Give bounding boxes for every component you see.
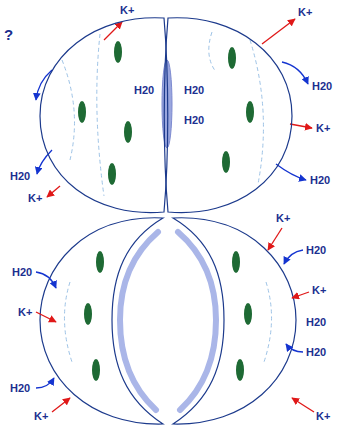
guard-cell-open <box>40 218 163 424</box>
ion-water-arrows <box>36 19 314 412</box>
ion-label: H20 <box>10 170 30 183</box>
ion-label: K+ <box>298 6 312 19</box>
thick-inner-wall <box>178 232 216 410</box>
ion-label: K+ <box>316 122 330 135</box>
ion-label: H20 <box>310 174 330 187</box>
thick-inner-wall <box>120 232 158 410</box>
guard-cell-open <box>173 218 296 424</box>
ion-label: K+ <box>18 306 32 319</box>
ion-label: K+ <box>34 410 48 423</box>
ion-label: H20 <box>10 382 30 395</box>
ion-label: H20 <box>306 244 326 257</box>
ion-label: K+ <box>276 212 290 225</box>
ion-label: K+ <box>28 192 42 205</box>
ion-label: ? <box>4 26 13 44</box>
guard-cell: H20H20 <box>166 16 294 212</box>
ion-label: K+ <box>316 410 330 423</box>
water-label: H20 <box>184 114 204 127</box>
ion-label: K+ <box>312 284 326 297</box>
ion-label: H20 <box>312 80 332 93</box>
ion-label: H20 <box>306 346 326 359</box>
ion-label: H20 <box>306 316 326 329</box>
water-label: H20 <box>134 84 154 97</box>
guard-cell: H20 <box>38 16 166 212</box>
water-label: H20 <box>184 84 204 97</box>
ion-label: H20 <box>12 266 32 279</box>
chloroplasts <box>78 41 254 381</box>
guard-cell-outline <box>38 16 166 212</box>
ion-label: K+ <box>120 4 134 17</box>
